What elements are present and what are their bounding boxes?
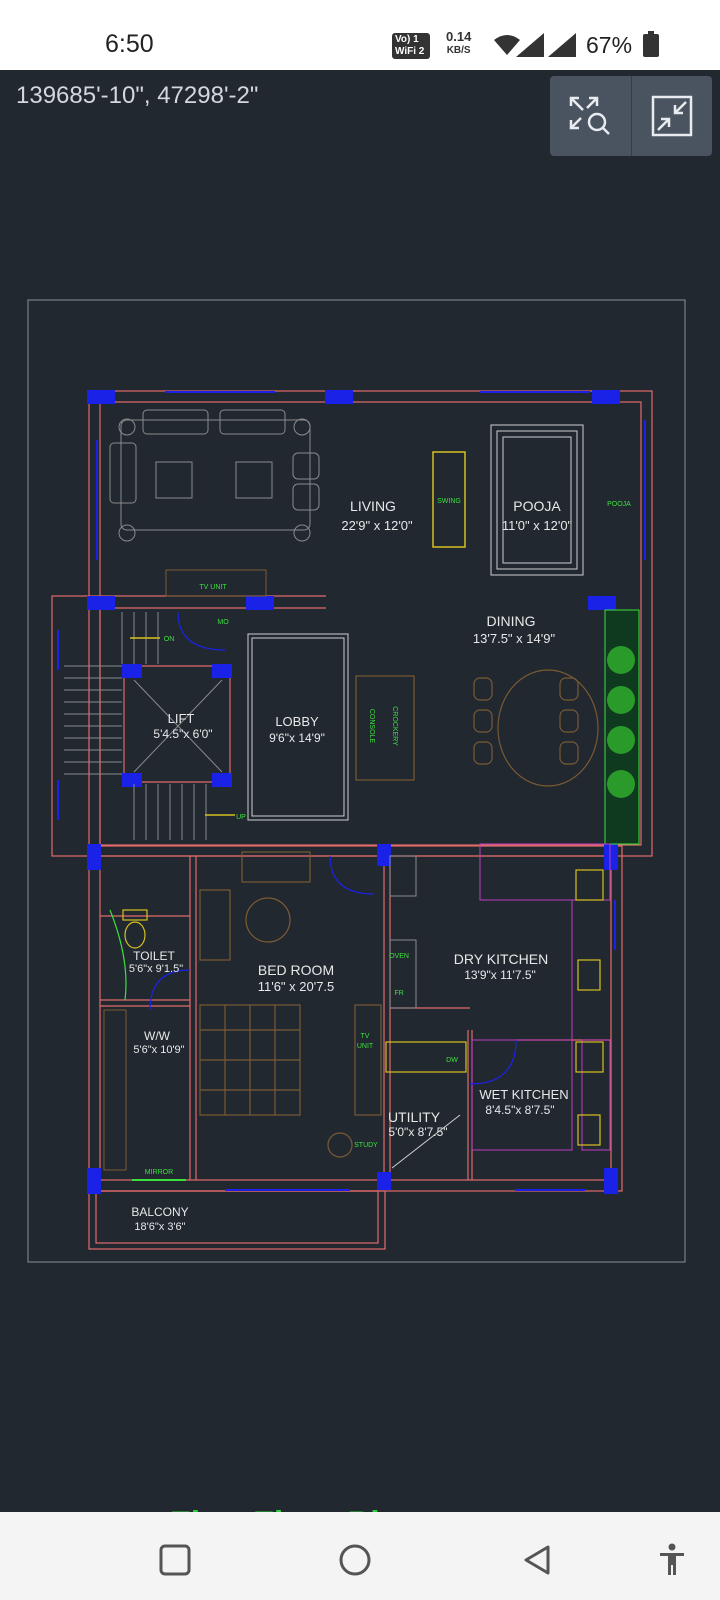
network-speed-unit: KB/S bbox=[446, 45, 471, 56]
room-size-utility: 5'0"x 8'7.5" bbox=[388, 1125, 447, 1139]
living-furniture bbox=[109, 409, 320, 542]
battery-percent: 67% bbox=[586, 32, 633, 58]
home-button[interactable] bbox=[335, 1540, 375, 1580]
label-dw: DW bbox=[446, 1057, 458, 1064]
room-name-bedroom: BED ROOM bbox=[258, 962, 334, 978]
room-size-bedroom: 11'6" x 20'7.5 bbox=[258, 979, 335, 994]
shower-curtain bbox=[109, 909, 127, 1001]
accessibility-button[interactable] bbox=[652, 1540, 692, 1580]
status-bar: 6:50 Vo) 1 WiFi 2 0.14 KB/S 67% bbox=[0, 0, 720, 70]
room-name-pooja: POOJA bbox=[513, 498, 561, 514]
room-name-ww: W/W bbox=[144, 1029, 171, 1043]
label-console: CONSOLE bbox=[368, 709, 375, 744]
wardrobe bbox=[103, 1009, 127, 1171]
home-icon bbox=[339, 1544, 371, 1576]
window-lines bbox=[57, 391, 646, 1191]
room-size-ww: 5'6"x 10'9" bbox=[133, 1044, 184, 1056]
zoom-extents-icon bbox=[569, 96, 610, 135]
label-tv-unit: TV UNIT bbox=[199, 584, 227, 591]
lobby-room bbox=[247, 633, 349, 821]
viewer-toolbar bbox=[550, 76, 712, 156]
label-oven: OVEN bbox=[389, 953, 409, 960]
exit-fullscreen-button[interactable] bbox=[631, 76, 711, 156]
plants bbox=[607, 646, 635, 798]
drawing-border bbox=[27, 299, 686, 1263]
room-size-pooja: 11'0" x 12'0" bbox=[502, 518, 573, 533]
room-size-lobby: 9'6"x 14'9" bbox=[269, 731, 325, 745]
room-name-dining: DINING bbox=[487, 613, 536, 629]
signal-icon-sim1 bbox=[516, 33, 544, 57]
network-speed: 0.14 KB/S bbox=[446, 30, 471, 58]
room-name-utility: UTILITY bbox=[388, 1109, 441, 1125]
room-size-dry-kitchen: 13'9"x 11'7.5" bbox=[464, 968, 536, 982]
label-fr: FR bbox=[394, 990, 403, 997]
pooja-room bbox=[490, 424, 584, 576]
room-size-lift: 5'4.5"x 6'0" bbox=[153, 727, 212, 741]
label-tv-unit-bed: TV bbox=[361, 1033, 370, 1040]
signal-icon-sim2 bbox=[548, 33, 576, 57]
volte-line1: Vo) 1 bbox=[395, 34, 419, 45]
dining-table bbox=[355, 669, 599, 787]
room-size-toilet: 5'6"x 9'1.5" bbox=[129, 963, 183, 975]
kitchen-door bbox=[469, 1039, 517, 1085]
navigation-bar bbox=[0, 1512, 720, 1600]
battery-icon bbox=[643, 31, 659, 57]
windows bbox=[87, 390, 620, 1194]
label-on: ON bbox=[164, 636, 175, 643]
stair-arrows bbox=[130, 637, 235, 816]
volte-wifi-icon: Vo) 1 WiFi 2 bbox=[392, 33, 430, 59]
swing bbox=[432, 451, 466, 548]
room-size-balcony: 18'6"x 3'6" bbox=[134, 1221, 185, 1233]
network-speed-value: 0.14 bbox=[446, 29, 472, 44]
tv-unit-living bbox=[165, 569, 267, 597]
recent-apps-icon bbox=[159, 1544, 191, 1576]
kitchen-counters bbox=[471, 843, 611, 1151]
room-size-dining: 13'7.5" x 14'9" bbox=[473, 631, 556, 646]
toilet-door bbox=[149, 969, 191, 1011]
kitchen-appliances bbox=[385, 869, 604, 1146]
back-icon bbox=[524, 1545, 550, 1575]
room-name-lift: LIFT bbox=[168, 711, 195, 726]
label-crockery: CROCKERY bbox=[391, 706, 398, 746]
room-name-dry-kitchen: DRY KITCHEN bbox=[454, 951, 548, 967]
room-name-balcony: BALCONY bbox=[131, 1205, 188, 1219]
room-name-toilet: TOILET bbox=[133, 949, 175, 963]
bedroom-furniture bbox=[199, 851, 382, 1158]
toilet-fixtures bbox=[122, 909, 148, 949]
label-study: STUDY bbox=[354, 1142, 378, 1149]
label-mirror: MIRROR bbox=[145, 1169, 173, 1176]
label-up: UP bbox=[236, 814, 246, 821]
zoom-extents-button[interactable] bbox=[550, 76, 630, 156]
cursor-coordinates: 139685'-10", 47298'-2" bbox=[16, 82, 259, 109]
dry-kitchen-fixtures bbox=[389, 855, 417, 1009]
bedroom-door bbox=[329, 855, 375, 895]
label-pooja-small: POOJA bbox=[607, 501, 631, 508]
floor-plan-canvas[interactable]: LIVING 22'9" x 12'0" POOJA 11'0" x 12'0"… bbox=[0, 0, 720, 1400]
label-tv-unit-bed2: UNIT bbox=[357, 1043, 374, 1050]
room-name-living: LIVING bbox=[350, 498, 396, 514]
exit-fullscreen-icon bbox=[651, 95, 692, 137]
status-time: 6:50 bbox=[105, 30, 154, 58]
room-size-wet-kitchen: 8'4.5"x 8'7.5" bbox=[485, 1103, 554, 1117]
volte-line2: WiFi 2 bbox=[395, 46, 425, 57]
back-button[interactable] bbox=[517, 1540, 557, 1580]
wifi-icon bbox=[494, 35, 520, 55]
room-name-wet-kitchen: WET KITCHEN bbox=[479, 1087, 568, 1102]
utility-sink-line bbox=[391, 1114, 461, 1169]
room-name-lobby: LOBBY bbox=[275, 714, 319, 729]
room-size-living: 22'9" x 12'0" bbox=[341, 518, 413, 533]
door-swing bbox=[177, 611, 226, 651]
label-mo: MO bbox=[217, 619, 229, 626]
recent-apps-button[interactable] bbox=[155, 1540, 195, 1580]
accessibility-icon bbox=[660, 1543, 684, 1575]
label-swing: SWING bbox=[437, 498, 461, 505]
